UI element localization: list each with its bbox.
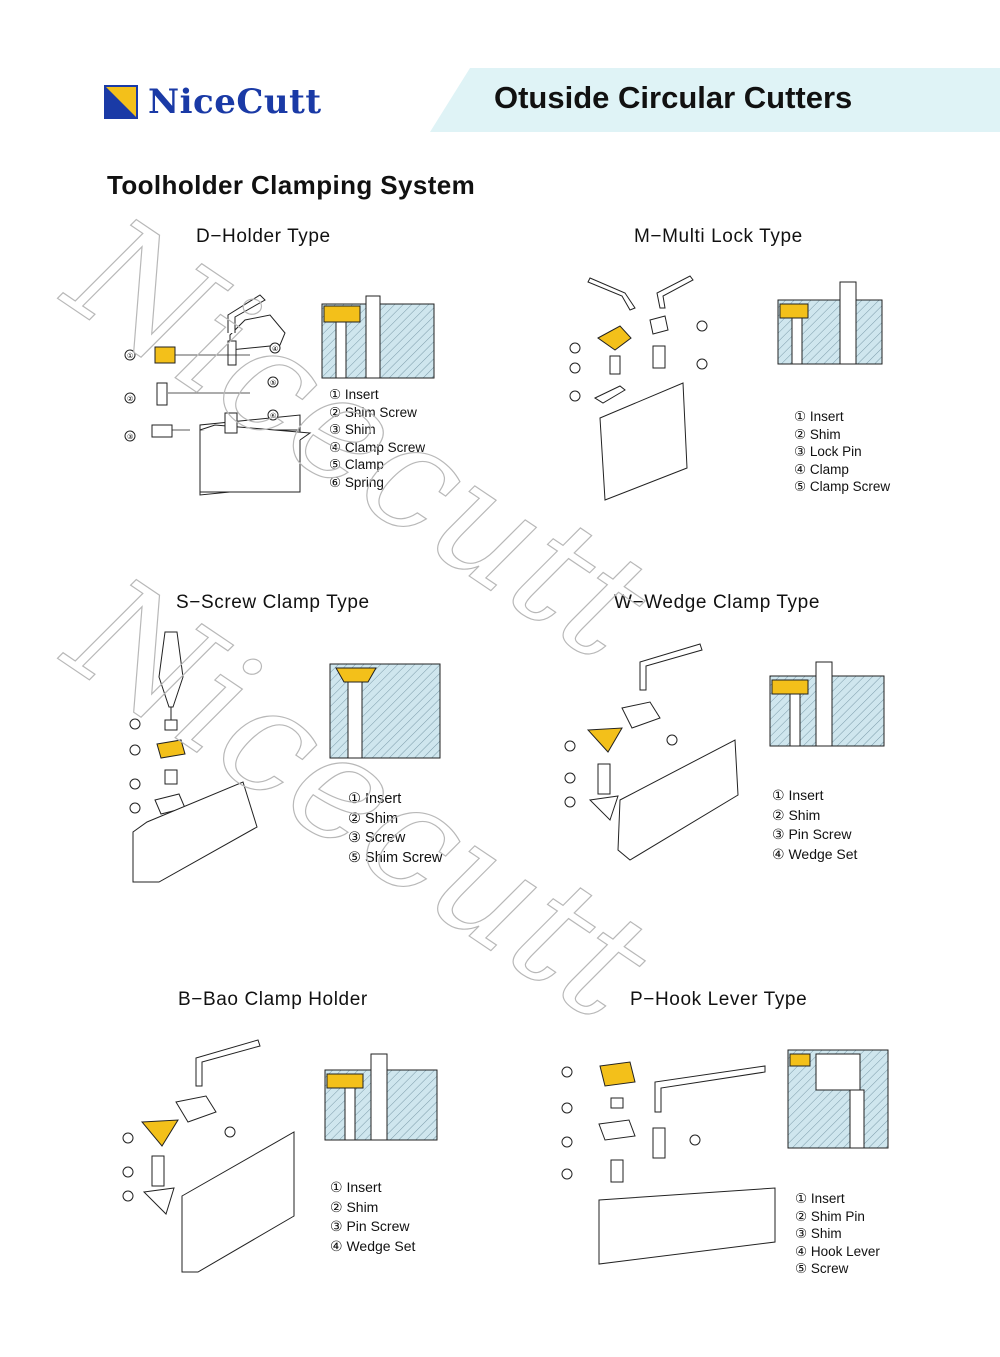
legend-item: ② Shim Screw: [329, 404, 417, 420]
legend-item: ③ Screw: [348, 830, 406, 846]
brand-name: NiceCutt: [148, 82, 322, 122]
s-screw-clamp-legend: ① Insert ② Shim ③ Screw ⑤ Shim Screw: [348, 790, 442, 868]
legend-item: ① Insert: [794, 409, 844, 424]
s-screw-clamp-exploded-diagram: [129, 631, 258, 883]
d-holder-legend: ① Insert ② Shim Screw ③ Shim ④ Clamp Scr…: [329, 386, 425, 491]
w-wedge-clamp-title: W−Wedge Clamp Type: [614, 592, 820, 613]
legend-item: ③ Pin Screw: [772, 826, 852, 842]
legend-item: ① Insert: [348, 791, 402, 807]
legend-item: ③ Shim: [329, 422, 376, 437]
s-screw-clamp-section-view: [329, 663, 441, 759]
callout-2: ②: [127, 396, 133, 403]
s-screw-clamp-title: S−Screw Clamp Type: [176, 592, 370, 613]
w-wedge-clamp-exploded-diagram: [564, 643, 739, 861]
legend-item: ⑤ Screw: [795, 1261, 849, 1276]
legend-item: ④ Hook Lever: [795, 1243, 880, 1259]
p-hook-lever-title: P−Hook Lever Type: [630, 989, 808, 1010]
legend-item: ③ Lock Pin: [794, 444, 862, 459]
w-wedge-clamp-section-view: [769, 661, 885, 747]
d-holder-section-view: [321, 295, 435, 379]
callout-5: ⑤: [270, 379, 276, 387]
legend-item: ① Insert: [329, 387, 379, 402]
p-hook-lever-exploded-diagram: [561, 1061, 776, 1265]
legend-item: ⑥ Spring: [329, 474, 384, 490]
m-multi-lock-legend: ① Insert ② Shim ③ Lock Pin ④ Clamp ⑤ Cla…: [794, 408, 890, 496]
legend-item: ① Insert: [795, 1191, 845, 1206]
callout-6: ⑥: [270, 412, 276, 420]
b-bao-clamp-title: B−Bao Clamp Holder: [178, 989, 368, 1010]
legend-item: ③ Shim: [795, 1226, 842, 1241]
legend-item: ⑤ Clamp: [329, 457, 384, 472]
callout-1: ①: [127, 352, 133, 360]
callout-4: ④: [272, 345, 278, 353]
legend-item: ④ Wedge Set: [772, 845, 858, 862]
w-wedge-clamp-legend: ① Insert ② Shim ③ Pin Screw ④ Wedge Set: [772, 786, 857, 864]
legend-item: ④ Clamp: [794, 461, 849, 477]
legend-item: ⑤ Shim Screw: [348, 849, 443, 866]
title-banner: [430, 68, 1000, 132]
m-multi-lock-section-view: [777, 281, 883, 365]
legend-item: ② Shim: [330, 1198, 379, 1215]
brand-logo: NiceCutt: [104, 82, 322, 122]
banner-title: Otuside Circular Cutters: [494, 80, 853, 115]
legend-item: ④ Wedge Set: [330, 1237, 416, 1254]
b-bao-clamp-section-view: [324, 1053, 438, 1141]
legend-item: ② Shim Pin: [795, 1208, 865, 1224]
legend-item: ⑤ Clamp Screw: [794, 479, 891, 494]
legend-item: ③ Pin Screw: [330, 1218, 410, 1234]
section-title: Toolholder Clamping System: [107, 170, 476, 200]
legend-item: ② Shim: [348, 810, 399, 827]
legend-item: ② Shim: [794, 426, 841, 442]
p-hook-lever-section-view: [787, 1049, 889, 1149]
p-hook-lever-legend: ① Insert ② Shim Pin ③ Shim ④ Hook Lever …: [795, 1190, 880, 1278]
m-multi-lock-title: M−Multi Lock Type: [634, 226, 803, 247]
b-bao-clamp-legend: ① Insert ② Shim ③ Pin Screw ④ Wedge Set: [330, 1178, 415, 1256]
d-holder-title: D−Holder Type: [196, 226, 331, 247]
callout-3: ③: [127, 433, 133, 441]
legend-item: ① Insert: [330, 1179, 382, 1195]
page-header: NiceCutt Otuside Circular Cutters: [0, 0, 1000, 140]
m-multi-lock-exploded-diagram: [569, 275, 708, 501]
b-bao-clamp-exploded-diagram: [122, 1039, 295, 1273]
legend-item: ④ Clamp Screw: [329, 439, 426, 455]
d-holder-exploded-diagram: ① ② ③ ④ ⑤ ⑥: [124, 294, 312, 496]
legend-item: ① Insert: [772, 787, 824, 803]
logo-mark-icon: [104, 85, 138, 119]
legend-item: ② Shim: [772, 806, 821, 823]
